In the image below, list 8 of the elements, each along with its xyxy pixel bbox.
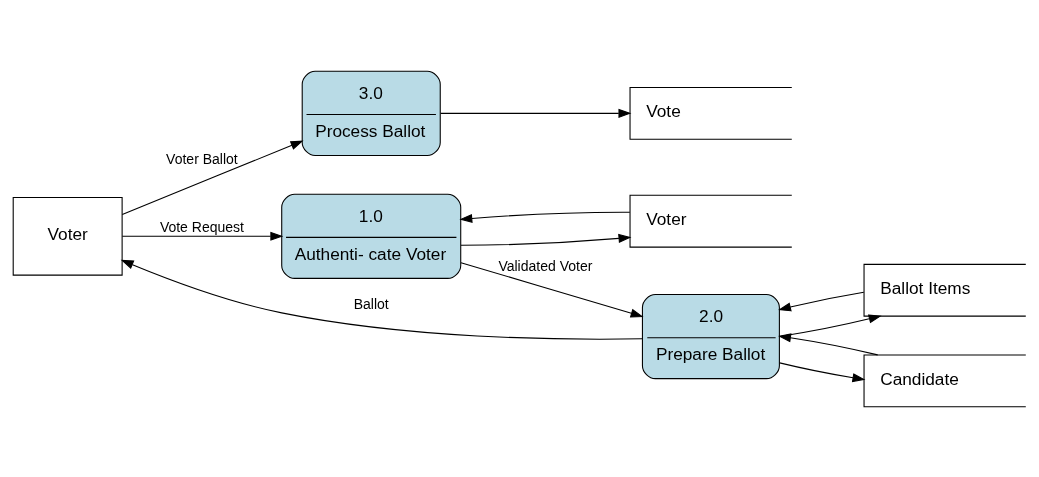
node-text: Ballot Items xyxy=(880,277,971,298)
node-text: Vote xyxy=(646,100,681,121)
edge-label: Ballot xyxy=(353,295,389,312)
node-text: Candidate xyxy=(880,368,959,389)
edge-label: Voter Ballot xyxy=(166,150,238,167)
edge-label: Vote Request xyxy=(159,218,244,235)
node-text: Voter xyxy=(646,208,687,229)
edge-label: Validated Voter xyxy=(498,257,593,274)
